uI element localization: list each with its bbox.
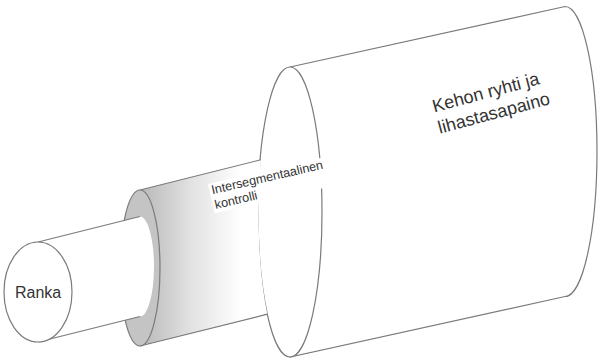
inner-cylinder-face xyxy=(4,242,72,342)
cylinder-label: Ranka xyxy=(15,283,61,302)
inner-cylinder: Ranka xyxy=(3,212,163,348)
cylinder-label: Intersegmentaalinen kontrolli xyxy=(208,152,355,214)
outer-cylinder: Kehon ryhti ja lihastasapainoIntersegmen… xyxy=(254,3,604,359)
middle-cylinder: Intersegmentaalinen kontrolliRanka xyxy=(118,140,350,350)
inner-cylinder-outline xyxy=(3,212,163,348)
outer-cylinder-face xyxy=(258,67,322,357)
